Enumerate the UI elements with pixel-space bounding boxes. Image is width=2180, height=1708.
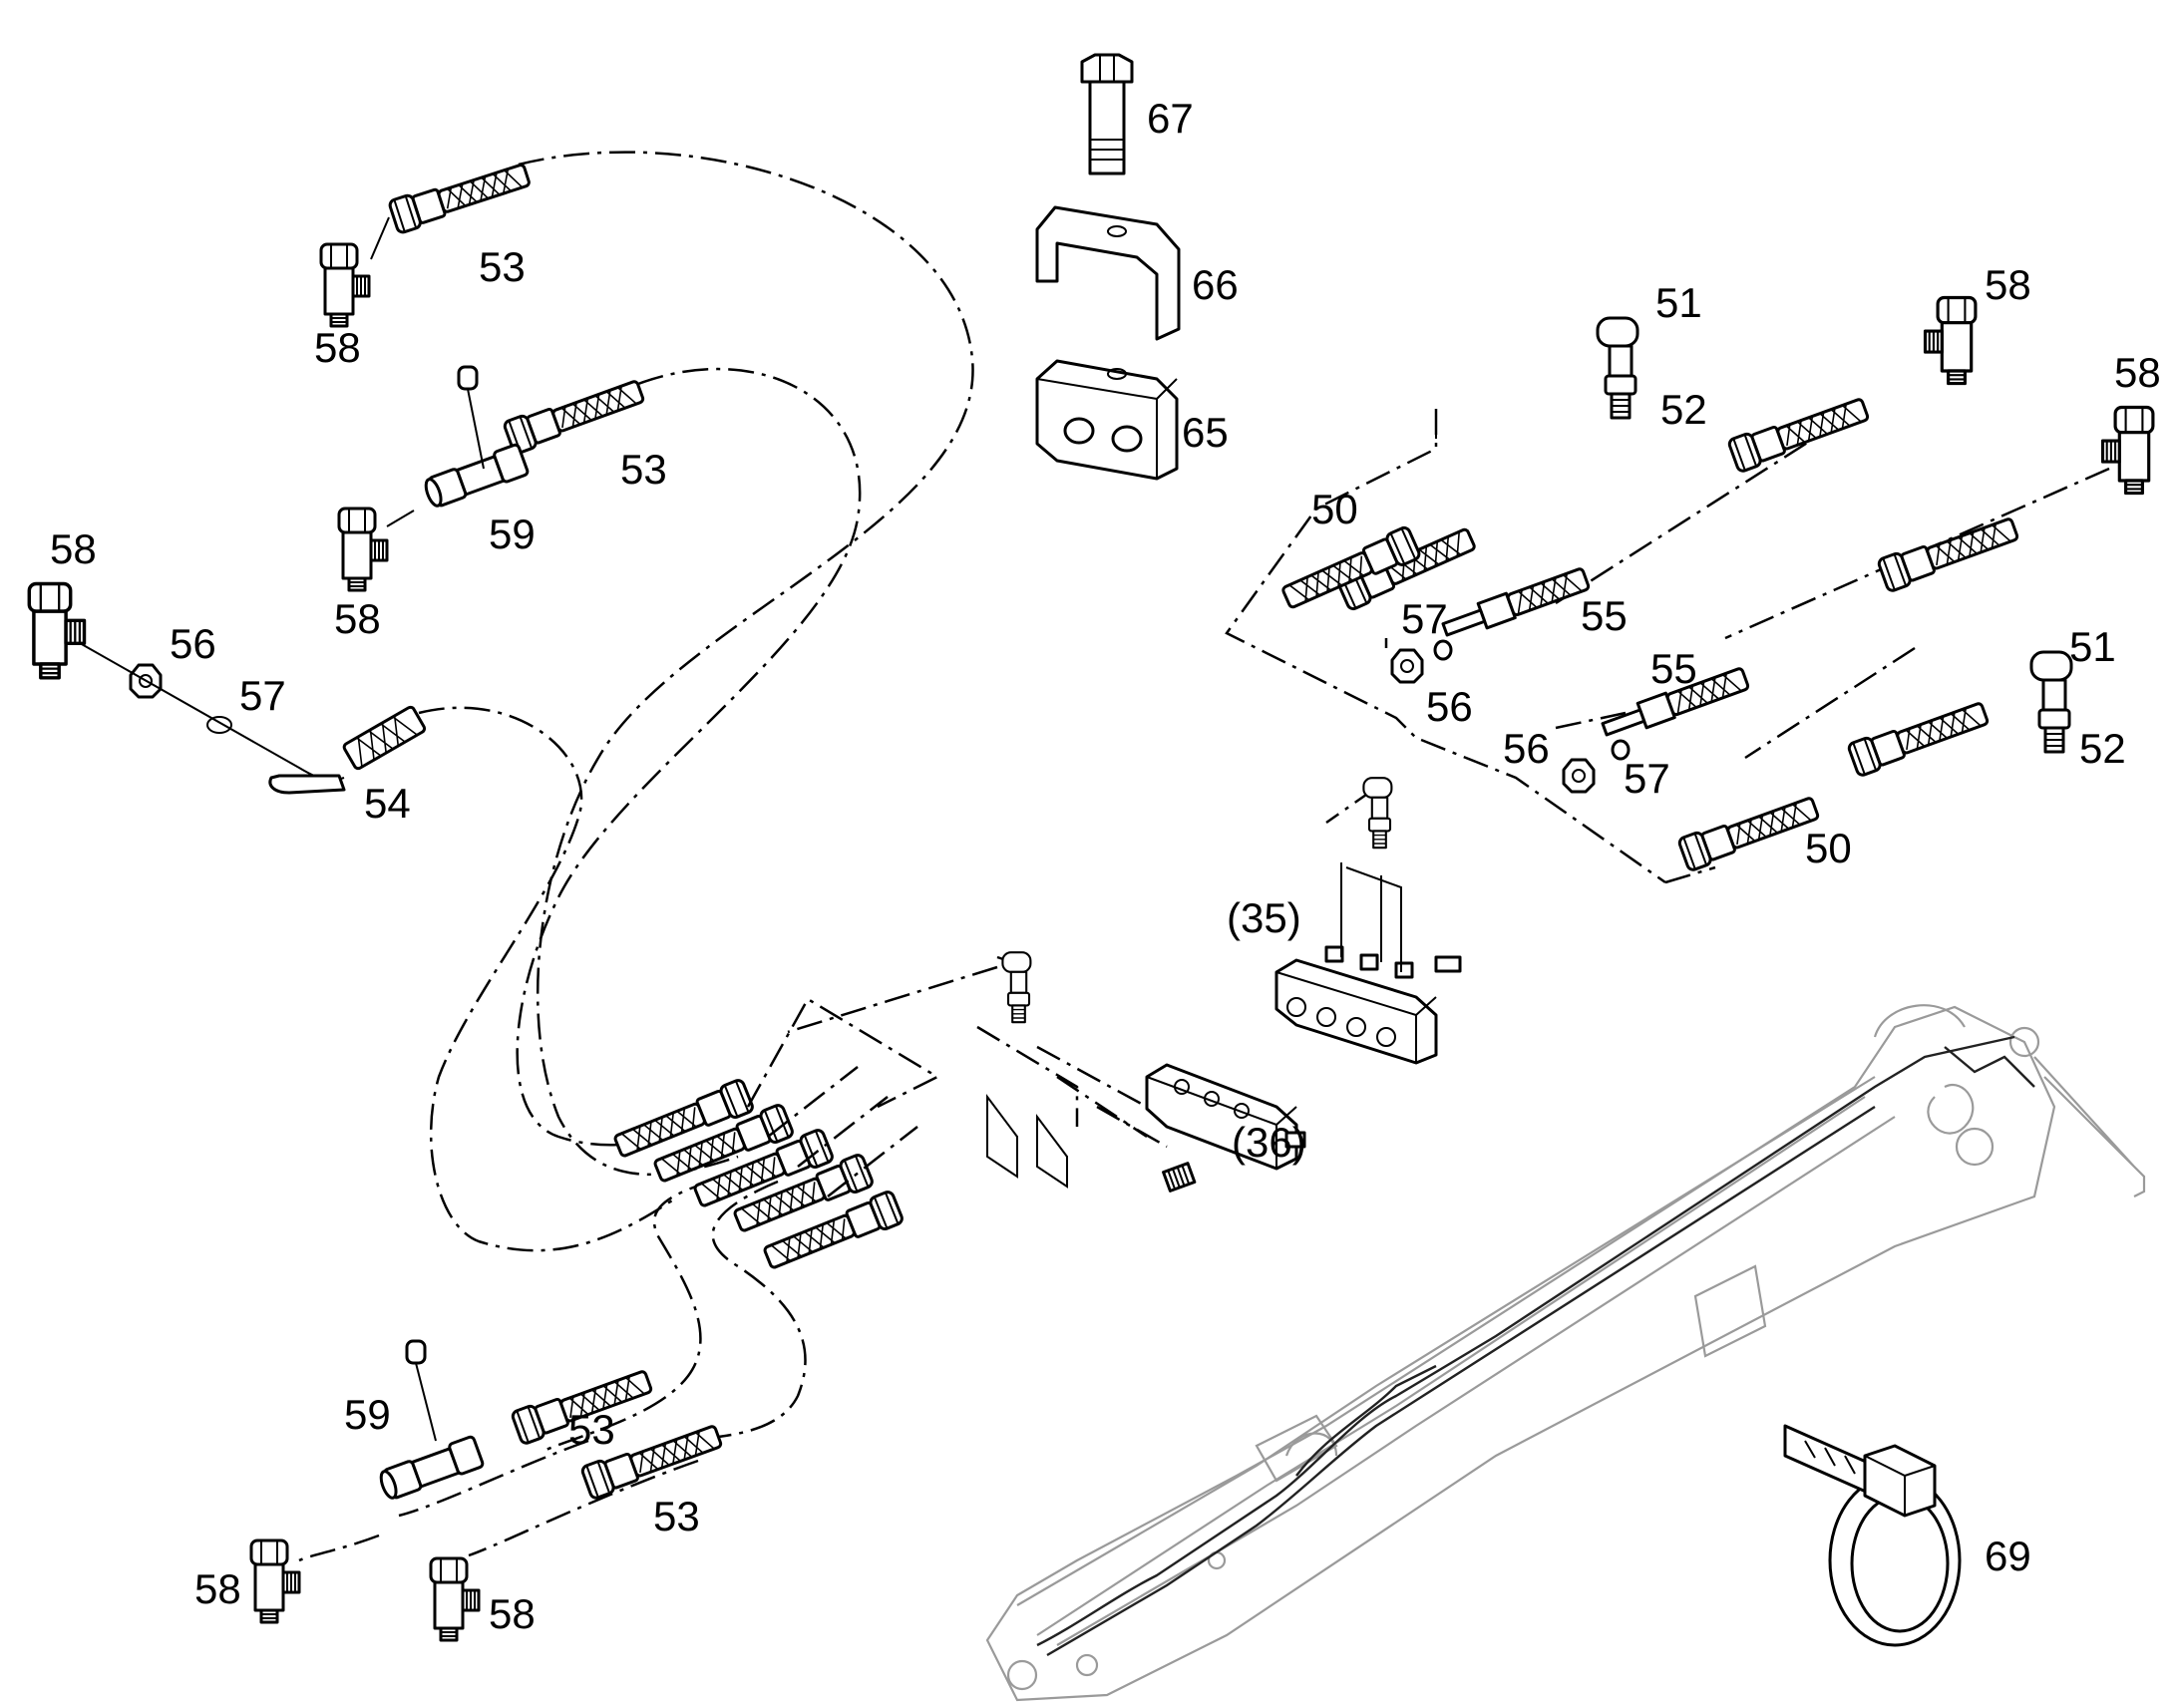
label-57: 57 <box>1624 755 1670 802</box>
hose-route-line <box>1744 646 1916 760</box>
ring-57-left <box>206 716 232 734</box>
hose-assembly-50-top <box>1277 409 1480 616</box>
label-59: 59 <box>489 511 536 557</box>
fitting-58-bottom-left <box>249 1538 301 1624</box>
cable-tie-69 <box>1783 1424 1962 1647</box>
fitting-58-right-top <box>1923 295 1978 386</box>
hose-route-line <box>418 706 679 1252</box>
label-58: 58 <box>50 525 97 572</box>
label-58: 58 <box>1985 261 2031 308</box>
elbow-fitting-51-bottom <box>2029 650 2073 754</box>
hose-route-line <box>787 955 1013 1034</box>
hose-route-line <box>687 1180 807 1443</box>
hose-route-line <box>516 367 862 1147</box>
label-53: 53 <box>479 243 526 290</box>
hose-route-line <box>1555 417 1846 605</box>
label-56: 56 <box>170 620 216 667</box>
grease-nipple-59-top <box>457 365 485 470</box>
hose-assembly-right-1 <box>1726 391 1873 475</box>
fitting-58-bottom <box>429 1556 481 1642</box>
label-50: 50 <box>1311 486 1358 532</box>
hose-route-line <box>398 1439 589 1518</box>
label-57: 57 <box>239 672 286 719</box>
label-35: (35) <box>1227 894 1301 941</box>
label-53: 53 <box>620 446 667 493</box>
label-52: 52 <box>1660 386 1707 433</box>
hose-assembly-right-2 <box>1876 511 2022 594</box>
label-66: 66 <box>1192 261 1239 308</box>
fitting-58-second <box>337 507 389 592</box>
hose-assembly-55-bottom <box>1601 667 1750 737</box>
label-58: 58 <box>334 595 381 642</box>
label-55: 55 <box>1650 645 1697 692</box>
label-56: 56 <box>1426 683 1473 730</box>
label-58: 58 <box>194 1565 241 1612</box>
elbow-fitting-36 <box>1001 951 1032 1024</box>
tee-fitting-59-top <box>420 442 531 511</box>
clamp-block-65 <box>1035 359 1179 481</box>
fitting-58-left <box>27 581 87 680</box>
label-58: 58 <box>2114 349 2161 396</box>
hose-route-line <box>298 1534 380 1562</box>
label-36: (36) <box>1232 1119 1306 1166</box>
hose-route-line <box>1225 409 1666 884</box>
label-58: 58 <box>489 1590 536 1637</box>
grease-nipple-59-bottom <box>405 1339 437 1442</box>
fitting-58-top <box>319 242 371 328</box>
distributor-block-35 <box>1274 862 1462 1065</box>
hose-assembly-55-top <box>1441 567 1591 637</box>
fitting-58-right <box>2100 405 2155 496</box>
elbow-fitting-51-top <box>1596 316 1639 420</box>
hose-route-line <box>468 1459 699 1557</box>
hose-route-line <box>543 1165 759 1453</box>
distributor-block-36 <box>976 1025 1306 1193</box>
hose-assembly-53-top <box>370 157 534 260</box>
label-51: 51 <box>1655 279 1702 326</box>
label-67: 67 <box>1147 95 1194 142</box>
label-54: 54 <box>364 780 411 827</box>
callout-labels: 67 66 65 53 58 53 59 58 58 56 57 54 51 5… <box>50 95 2161 1637</box>
label-58: 58 <box>314 324 361 371</box>
label-55: 55 <box>1581 592 1628 639</box>
pipe-54 <box>79 642 427 795</box>
hose-bundle <box>610 997 940 1276</box>
label-56: 56 <box>1503 725 1550 772</box>
label-53: 53 <box>653 1493 700 1539</box>
label-50: 50 <box>1805 825 1852 871</box>
label-51: 51 <box>2069 623 2116 670</box>
ring-57-top <box>1433 639 1453 661</box>
tee-fitting-59-bottom <box>375 1434 486 1503</box>
nut-56-top <box>1390 648 1424 684</box>
elbow-fitting-35 <box>1362 777 1393 850</box>
hose-assembly-53-second <box>502 373 648 457</box>
excavator-boom <box>985 1004 2146 1702</box>
label-53: 53 <box>568 1406 615 1453</box>
label-57: 57 <box>1401 595 1448 642</box>
clamp-66 <box>1035 205 1181 341</box>
bolt-67 <box>1080 53 1134 175</box>
hose-route-line <box>1384 638 1716 884</box>
nut-56-bottom <box>1562 758 1596 794</box>
hose-route-line <box>1724 467 2110 640</box>
label-69: 69 <box>1985 1533 2031 1579</box>
label-65: 65 <box>1182 409 1229 456</box>
ring-57-bottom <box>1611 739 1631 761</box>
label-59: 59 <box>344 1391 391 1438</box>
label-52: 52 <box>2079 725 2126 772</box>
hose-route-line <box>518 151 974 1177</box>
